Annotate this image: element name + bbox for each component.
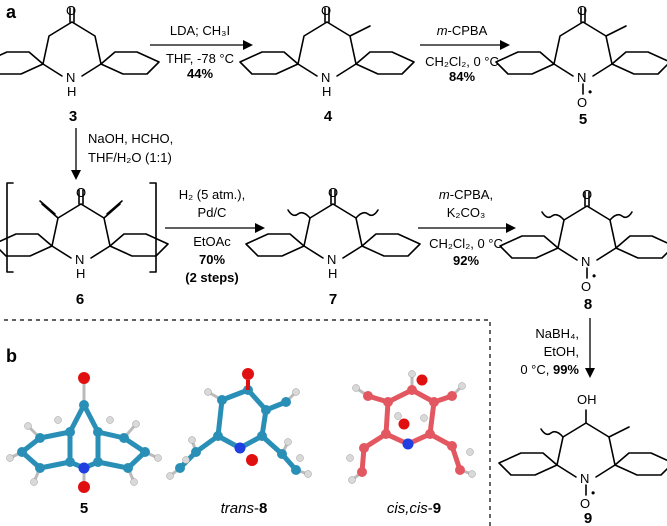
model-label-cis-cis-9: cis,cis-9: [387, 500, 441, 517]
reagent-s3-line2: THF/H₂O (1:1): [88, 150, 172, 165]
radical-dot: •: [591, 486, 595, 500]
note-s4: (2 steps): [185, 270, 238, 285]
atom-N: N: [581, 254, 590, 269]
model-label-5: 5: [80, 500, 88, 517]
compound-label-5: 5: [579, 111, 587, 128]
atom-N: N: [327, 252, 336, 267]
yield-s2: 84%: [449, 69, 475, 84]
atom-O: O: [577, 3, 587, 18]
reagent-s5-line1: m-CPBA,: [439, 187, 493, 202]
atom-OH: OH: [577, 392, 597, 407]
atom-O: O: [66, 3, 76, 18]
structure-9: OH N • O: [498, 392, 667, 511]
arrow-3-to-4: [150, 40, 253, 50]
atom-O: O: [580, 496, 590, 511]
arrow-3-to-6: [71, 128, 81, 180]
panel-label-a: a: [6, 2, 17, 22]
model-cis-cis-9: [346, 370, 476, 484]
structure-3: O N H: [0, 3, 160, 99]
atom-H: H: [76, 266, 85, 281]
structure-7: O N H: [245, 185, 421, 281]
arrow-7-to-8: [418, 223, 516, 233]
reagent-s6-line1: NaBH₄,: [535, 326, 579, 341]
yield-s4: 70%: [199, 252, 225, 267]
atom-O: O: [321, 3, 331, 18]
atom-H: H: [322, 84, 331, 99]
reagent-s1: LDA; CH₃I: [170, 23, 230, 38]
compound-label-3: 3: [69, 108, 77, 125]
yield-s5: 92%: [453, 253, 479, 268]
atom-O: O: [581, 279, 591, 294]
atom-H: H: [328, 266, 337, 281]
atom-O: O: [577, 95, 587, 110]
condition-s4: EtOAc: [193, 234, 231, 249]
model-label-trans-8: trans-8: [221, 500, 268, 517]
reagent-s2: m-CPBA: [437, 23, 488, 38]
atom-N: N: [75, 252, 84, 267]
structure-6: O N H: [0, 182, 169, 281]
atom-N: N: [321, 70, 330, 85]
reagent-s4-line1: H₂ (5 atm.),: [179, 187, 245, 202]
arrow-8-to-9: [585, 318, 595, 378]
atom-O: O: [328, 185, 338, 200]
model-5: [6, 372, 162, 493]
yield-s1: 44%: [187, 66, 213, 81]
condition-s2: CH₂Cl₂, 0 °C: [425, 54, 499, 69]
condition-s6: 0 °C, 99%: [520, 362, 579, 377]
compound-label-7: 7: [329, 291, 337, 308]
condition-s5: CH₂Cl₂, 0 °C: [429, 236, 503, 251]
atom-O: O: [582, 187, 592, 202]
compound-label-8: 8: [584, 296, 592, 313]
reagent-s5-line2: K₂CO₃: [447, 205, 486, 220]
panel-label-b: b: [6, 346, 17, 366]
structure-8: O N • O: [499, 187, 667, 294]
compound-label-6: 6: [76, 291, 84, 308]
reagent-s4-line2: Pd/C: [198, 205, 227, 220]
radical-dot: •: [588, 85, 592, 99]
reagent-s3-line1: NaOH, HCHO,: [88, 131, 173, 146]
compound-label-9: 9: [584, 510, 592, 526]
structure-5: O N • O: [495, 3, 667, 110]
model-trans-8: [166, 368, 312, 480]
condition-s1: THF, -78 °C: [166, 51, 234, 66]
arrow-4-to-5: [420, 40, 510, 50]
compound-label-4: 4: [324, 108, 333, 125]
arrow-6-to-7: [165, 223, 265, 233]
atom-N: N: [577, 70, 586, 85]
reagent-s6-line2: EtOH,: [544, 344, 579, 359]
atom-H: H: [67, 84, 76, 99]
atom-N: N: [66, 70, 75, 85]
structure-4: O N H: [239, 3, 415, 99]
atom-O: O: [76, 185, 86, 200]
radical-dot: •: [592, 269, 596, 283]
panel-divider: [4, 319, 491, 526]
atom-N: N: [580, 471, 589, 486]
